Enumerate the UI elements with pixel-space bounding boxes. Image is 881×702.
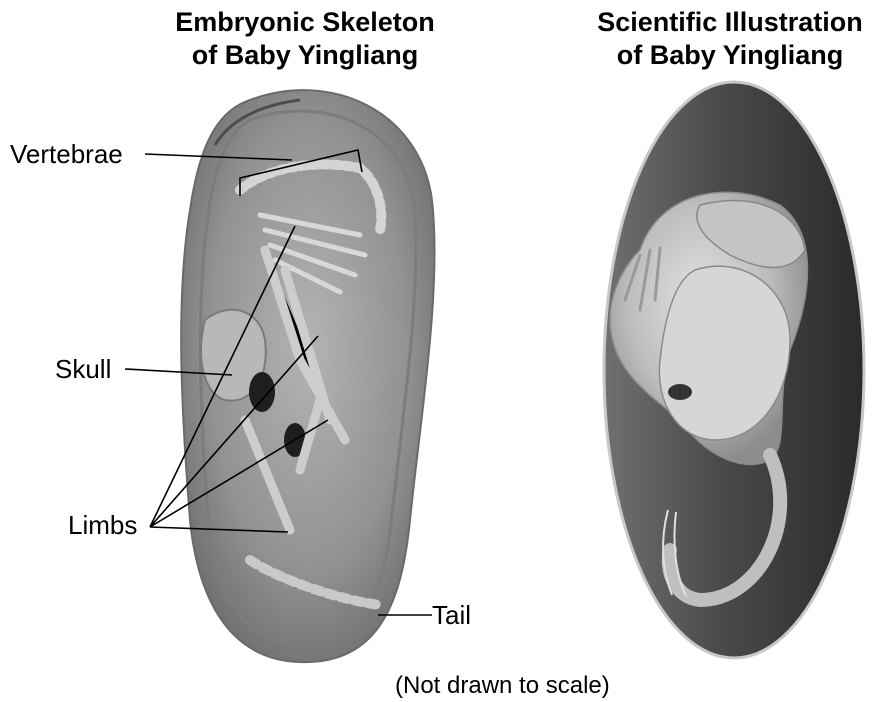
- eye-socket-upper: [249, 372, 275, 412]
- vertebrae-label: Vertebrae: [10, 139, 123, 169]
- limbs-label: Limbs: [68, 510, 137, 540]
- illustrated-egg: [604, 82, 864, 658]
- embryo-eye: [668, 384, 692, 400]
- fossil-egg: [181, 90, 434, 662]
- skull-label: Skull: [55, 354, 111, 384]
- tail-label: Tail: [432, 600, 471, 630]
- scale-footnote: (Not drawn to scale): [395, 672, 610, 700]
